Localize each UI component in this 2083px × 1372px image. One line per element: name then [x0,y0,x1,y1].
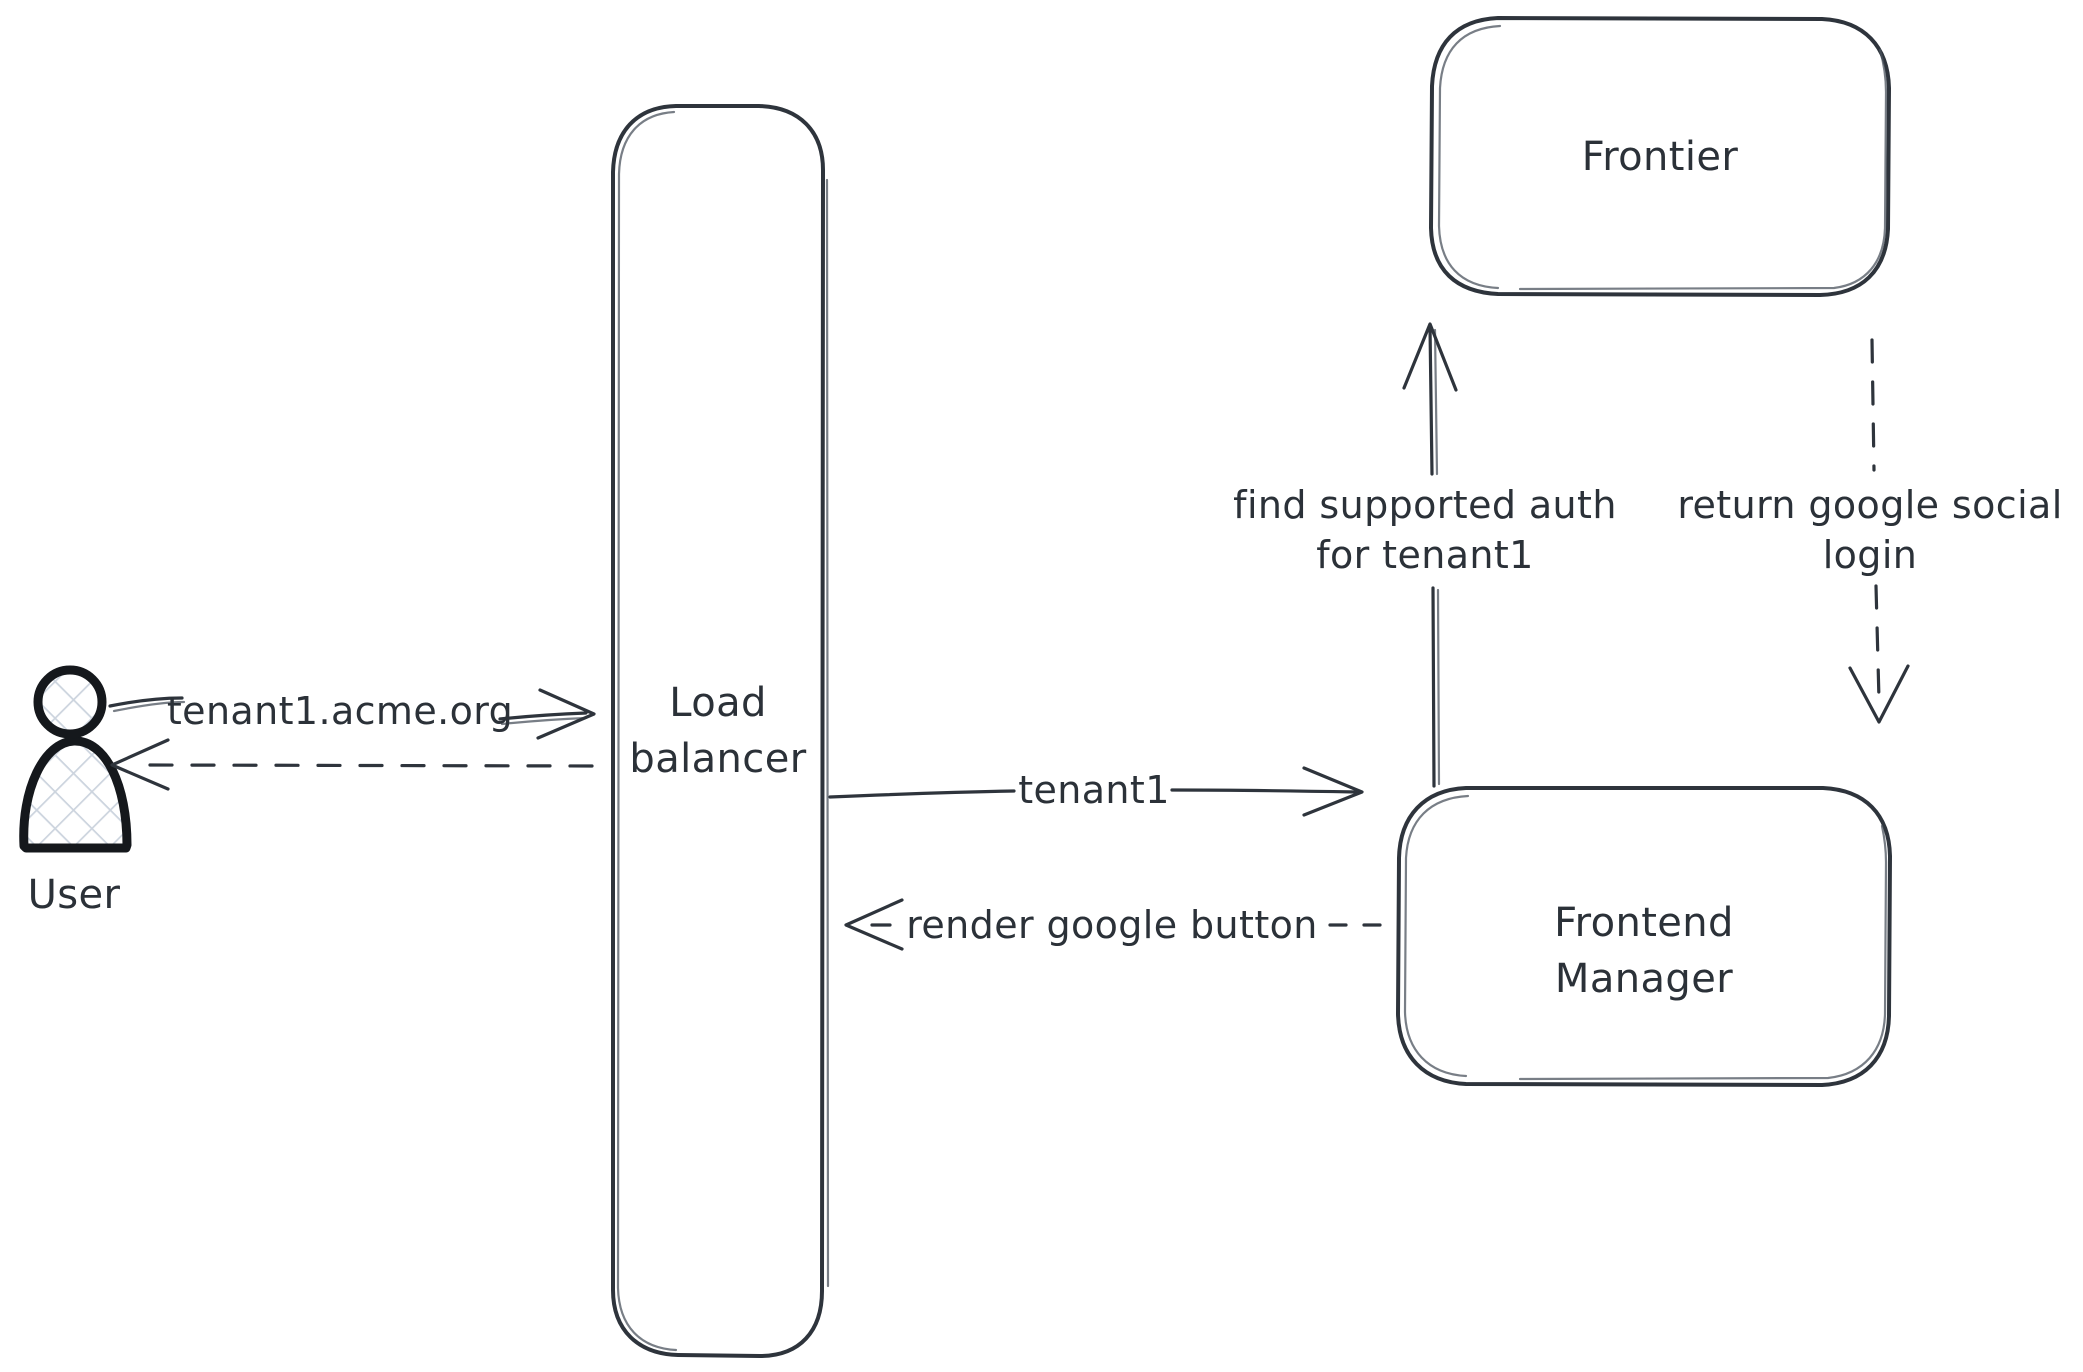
actor-label-user: User [28,872,121,918]
actor-user[interactable]: User [19,665,132,918]
edge-load-balancer-to-frontend-manager[interactable]: tenant1 [828,766,1364,817]
node-label-frontend-manager-line1: Frontend [1554,900,1734,946]
node-label-frontend-manager-line2: Manager [1555,956,1733,1002]
node-label-load-balancer-line2: balancer [629,736,806,782]
edge-frontier-to-frontend-manager[interactable]: return google social login [1677,338,2062,724]
edge-label-tenant1-acme-org: tenant1.acme.org [167,689,513,733]
edge-label-return-google-social-line2: login [1823,533,1918,577]
edge-label-render-google-button: render google button [906,903,1318,947]
node-load-balancer[interactable]: Load balancer [611,104,830,1358]
edge-label-find-supported-auth-line2: for tenant1 [1316,533,1534,577]
edge-label-tenant1: tenant1 [1018,768,1170,812]
node-label-load-balancer-line1: Load [669,680,767,726]
node-frontend-manager[interactable]: Frontend Manager [1396,786,1892,1087]
edge-user-to-load-balancer[interactable]: tenant1.acme.org [108,688,596,740]
edge-label-find-supported-auth-line1: find supported auth [1233,483,1617,527]
edge-load-balancer-to-user[interactable] [110,738,594,791]
edge-frontend-manager-to-load-balancer[interactable]: render google button [844,898,1382,951]
node-label-frontier: Frontier [1582,134,1739,180]
edge-frontend-manager-to-frontier[interactable]: find supported auth for tenant1 [1233,322,1617,788]
node-frontier[interactable]: Frontier [1429,16,1891,297]
edge-label-return-google-social-line1: return google social [1677,483,2062,527]
